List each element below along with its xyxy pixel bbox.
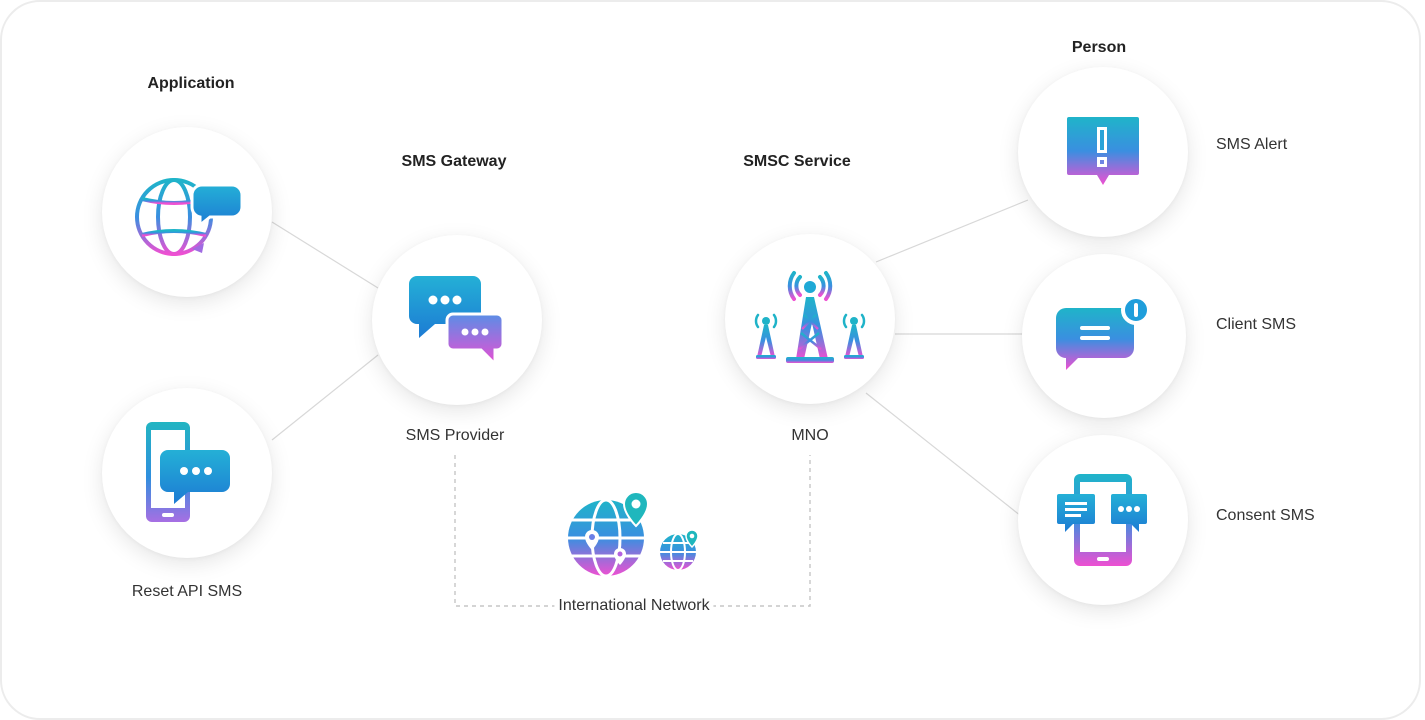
link-application-provider — [271, 221, 379, 289]
reset-api-node — [102, 388, 272, 558]
cell-tower-icon — [754, 271, 866, 363]
phone-conversation-icon — [1057, 474, 1147, 566]
heading-sms-gateway: SMS Gateway — [401, 153, 507, 170]
alert-message-icon — [1067, 117, 1139, 185]
heading-smsc-service: SMSC Service — [743, 153, 851, 170]
globe-chat-icon — [135, 178, 242, 256]
chat-bubbles-icon — [409, 276, 505, 366]
link-mno-consent — [865, 392, 1027, 521]
label-mno: MNO — [791, 427, 829, 444]
sms-alert-node — [1018, 67, 1188, 237]
heading-person: Person — [1071, 39, 1127, 56]
international-network-icon-group — [566, 490, 706, 580]
label-sms-alert: SMS Alert — [1216, 136, 1288, 153]
mno-node — [725, 234, 895, 404]
sms-provider-node — [372, 235, 542, 405]
label-consent-sms: Consent SMS — [1216, 507, 1315, 524]
link-mno-alert — [875, 199, 1029, 263]
label-sms-provider: SMS Provider — [405, 427, 505, 444]
globe-location-icon — [568, 490, 699, 578]
client-sms-node — [1022, 254, 1186, 418]
heading-application: Application — [147, 75, 235, 92]
label-reset-api-sms: Reset API SMS — [131, 583, 243, 600]
link-reset-provider — [271, 354, 379, 441]
message-notification-icon — [1056, 296, 1151, 370]
application-node — [102, 127, 272, 297]
label-client-sms: Client SMS — [1216, 316, 1297, 333]
phone-chat-icon — [146, 422, 230, 522]
label-international-network: International Network — [554, 597, 714, 615]
consent-sms-node — [1018, 435, 1188, 605]
